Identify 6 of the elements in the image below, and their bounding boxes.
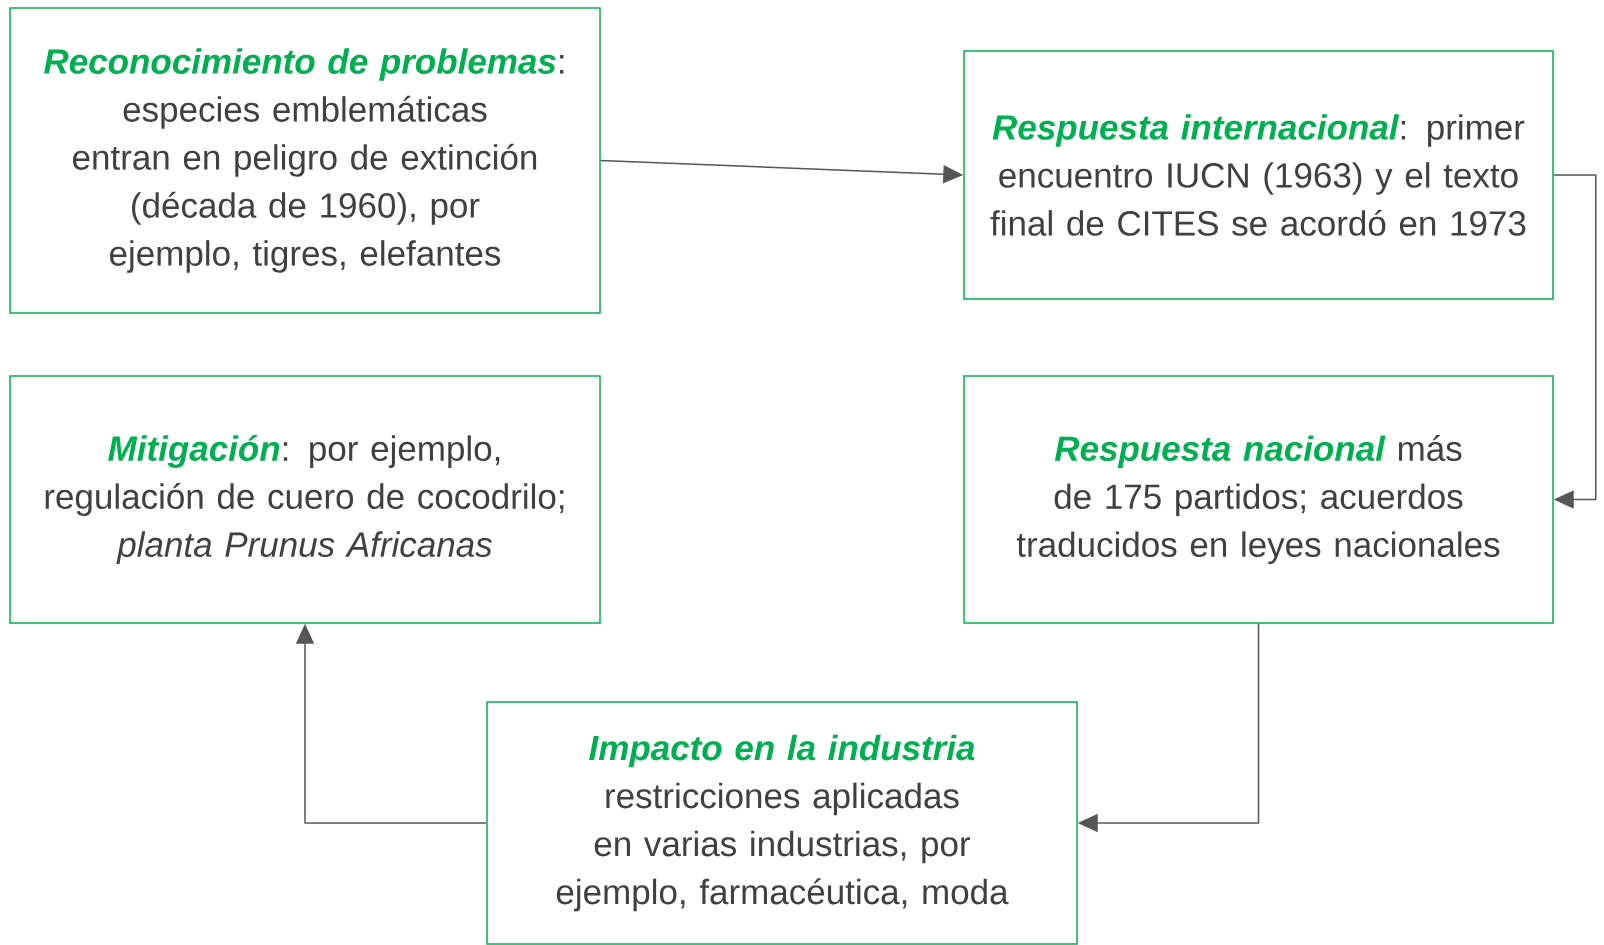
text-box: Reconocimiento de problemas: especies emblemáticas entran en peligro de extinción (década de 1960), por ejemplo, tigres, elefantes xyxy=(9,7,601,314)
text-box: Respuesta nacional más de 175 partidos; acuerdos traducidos en leyes nacionales xyxy=(963,375,1554,624)
text-box: Impacto en la industria restricciones aplicadas en varias industrias, por ejemplo, farmacéutica, moda xyxy=(486,701,1078,945)
arrow xyxy=(1553,174,1597,509)
text-box: Respuesta internacional: primer encuentro IUCN (1963) y el texto final de CITES se acordó en 1973 xyxy=(963,50,1554,300)
text-box: Mitigación: por ejemplo, regulación de cuero de cocodrilo; planta Prunus Africanas xyxy=(9,375,601,624)
